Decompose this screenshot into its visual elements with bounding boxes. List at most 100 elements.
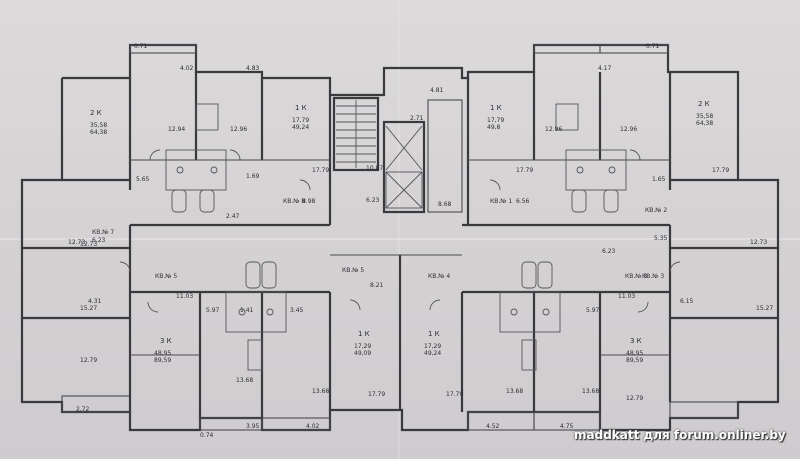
apt-area-line: 49,09	[354, 350, 371, 357]
apt-area-line: 89,59	[626, 357, 643, 364]
room-area: 0.71	[134, 43, 148, 50]
flat-number-5-center: КВ.№ 5	[342, 267, 364, 274]
room-area: 5.65	[136, 176, 150, 183]
flat-number-2: КВ.№ 2	[645, 207, 667, 214]
room-area: 3.95	[246, 423, 260, 430]
room-area: 12.96	[620, 126, 637, 133]
room-area: 17.79	[516, 167, 533, 174]
room-area: 5.97	[586, 307, 600, 314]
apt-area-line: 64,38	[90, 129, 107, 136]
stairwell	[332, 96, 380, 172]
apt-area-line: 49,8	[487, 124, 501, 131]
room-area: 12.79	[80, 357, 97, 364]
room-area: 0.71	[646, 43, 660, 50]
room-area: 2.47	[226, 213, 240, 220]
flat-number-3-right: КВ.№ 3	[642, 273, 664, 280]
flat-number-4: КВ.№ 4	[428, 273, 450, 280]
room-area: 17.79	[368, 391, 385, 398]
interior-walls	[22, 72, 778, 418]
apt-type-2k-left: 2 К	[90, 109, 102, 117]
balcony-bottom-right2	[533, 411, 601, 431]
room-area: 4.52	[486, 423, 500, 430]
apt-type-2k-right: 2 К	[698, 100, 710, 108]
room-area: 11.03	[176, 293, 193, 300]
room-area: 8.68	[438, 201, 452, 208]
room-area: 6.23	[92, 237, 106, 244]
room-area: 6.56	[516, 198, 530, 205]
stair-treads	[336, 100, 376, 168]
door-swings	[119, 149, 681, 313]
apt-area-line: 49,24	[292, 124, 309, 131]
room-area: 13.68	[582, 388, 599, 395]
flat-number-1: КВ.№ 1	[490, 198, 512, 205]
apt-type-1k-bottom-right: 1 К	[428, 330, 440, 338]
elevator-shaft	[382, 120, 426, 214]
apt-area-line: 89,59	[154, 357, 171, 364]
room-area: 8.98	[302, 198, 316, 205]
room-area: 1.69	[246, 173, 260, 180]
apt-type-3k-right: 3 К	[630, 337, 642, 345]
room-area: 12.73	[80, 241, 97, 248]
balcony-bottom-left3	[261, 417, 331, 431]
room-area: 13.68	[312, 388, 329, 395]
room-area: 0.74	[200, 432, 214, 439]
outer-walls	[20, 43, 780, 432]
room-area: 15.27	[80, 305, 97, 312]
room-area: 12.79	[626, 395, 643, 402]
room-area: 4.81	[430, 87, 444, 94]
apt-type-1k-bottom-left: 1 К	[358, 330, 370, 338]
room-area: 13.68	[506, 388, 523, 395]
balcony-top-left	[129, 44, 197, 54]
room-area: 10.87	[366, 165, 383, 172]
room-area: 13.68	[236, 377, 253, 384]
lobby	[427, 99, 463, 213]
apt-area-line: 64,38	[696, 120, 713, 127]
room-area: 4.31	[88, 298, 102, 305]
room-area: 3.45	[290, 307, 304, 314]
room-area: 17.79	[712, 167, 729, 174]
forum-watermark: maddkatt для forum.onliner.by	[574, 428, 786, 442]
room-area: 12.73	[68, 239, 85, 246]
room-area: 4.17	[598, 65, 612, 72]
room-area: 2.71	[410, 115, 424, 122]
room-area: 4.02	[306, 423, 320, 430]
room-area: 12.73	[750, 239, 767, 246]
room-area: 8.21	[370, 282, 384, 289]
balcony-top-right	[599, 44, 669, 54]
apt-type-1k-top-left: 1 К	[295, 104, 307, 112]
balcony-bottom-right3	[669, 401, 739, 419]
room-area: 15.27	[756, 305, 773, 312]
room-area: 6.15	[680, 298, 694, 305]
room-area: 11.03	[618, 293, 635, 300]
room-area: 12.94	[168, 126, 185, 133]
apt-type-3k-left: 3 К	[160, 337, 172, 345]
bathroom-fixtures	[165, 103, 627, 371]
room-area: 17.79	[312, 167, 329, 174]
room-area: 1.65	[652, 176, 666, 183]
elevator-cross	[385, 125, 423, 209]
room-area: 4.02	[180, 65, 194, 72]
room-area: 4.83	[246, 65, 260, 72]
room-area: 17.79	[446, 391, 463, 398]
paper-fold-vertical	[398, 0, 400, 459]
room-area-labels: 12.94 12.96 17.79 8.98 6.23 12.73 5.65 1…	[68, 43, 773, 439]
room-area: 12.96	[230, 126, 247, 133]
room-area: 4.75	[560, 423, 574, 430]
room-area: 1.41	[240, 307, 254, 314]
apt-type-1k-top-right: 1 К	[490, 104, 502, 112]
flat-number-5-left: КВ.№ 5	[155, 273, 177, 280]
flat-number-3-alt: КВ.№ 3	[625, 273, 647, 280]
room-area: 6.23	[602, 248, 616, 255]
flat-number-8: КВ.№ 8	[283, 198, 305, 205]
